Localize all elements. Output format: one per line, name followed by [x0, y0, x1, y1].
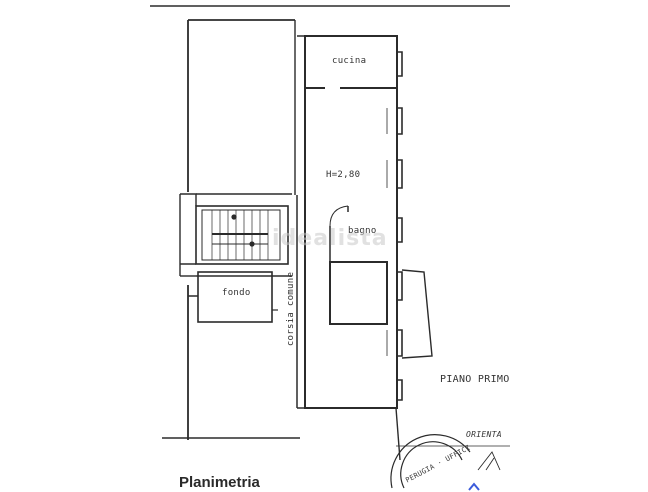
chevron-logo-icon[interactable] [468, 482, 480, 492]
north-arrow [477, 451, 501, 471]
watermark: idealista [272, 226, 388, 251]
label-orientation: ORIENTA [466, 430, 502, 439]
official-stamp [390, 434, 471, 489]
label-corridor: corsia comune [286, 271, 297, 347]
label-height: H=2,80 [326, 170, 361, 180]
bathroom-door-arc [329, 205, 349, 227]
caption-title: Planimetria [179, 474, 260, 491]
staircase [195, 205, 289, 265]
storage-room [197, 271, 273, 323]
bathroom-walls [329, 261, 388, 325]
balcony [401, 269, 433, 359]
label-floor: PIANO PRIMO [440, 374, 510, 385]
label-bathroom: bagno [348, 226, 377, 236]
label-kitchen: cucina [332, 56, 367, 66]
wall-apartment [304, 35, 398, 409]
label-storage: fondo [222, 288, 251, 298]
